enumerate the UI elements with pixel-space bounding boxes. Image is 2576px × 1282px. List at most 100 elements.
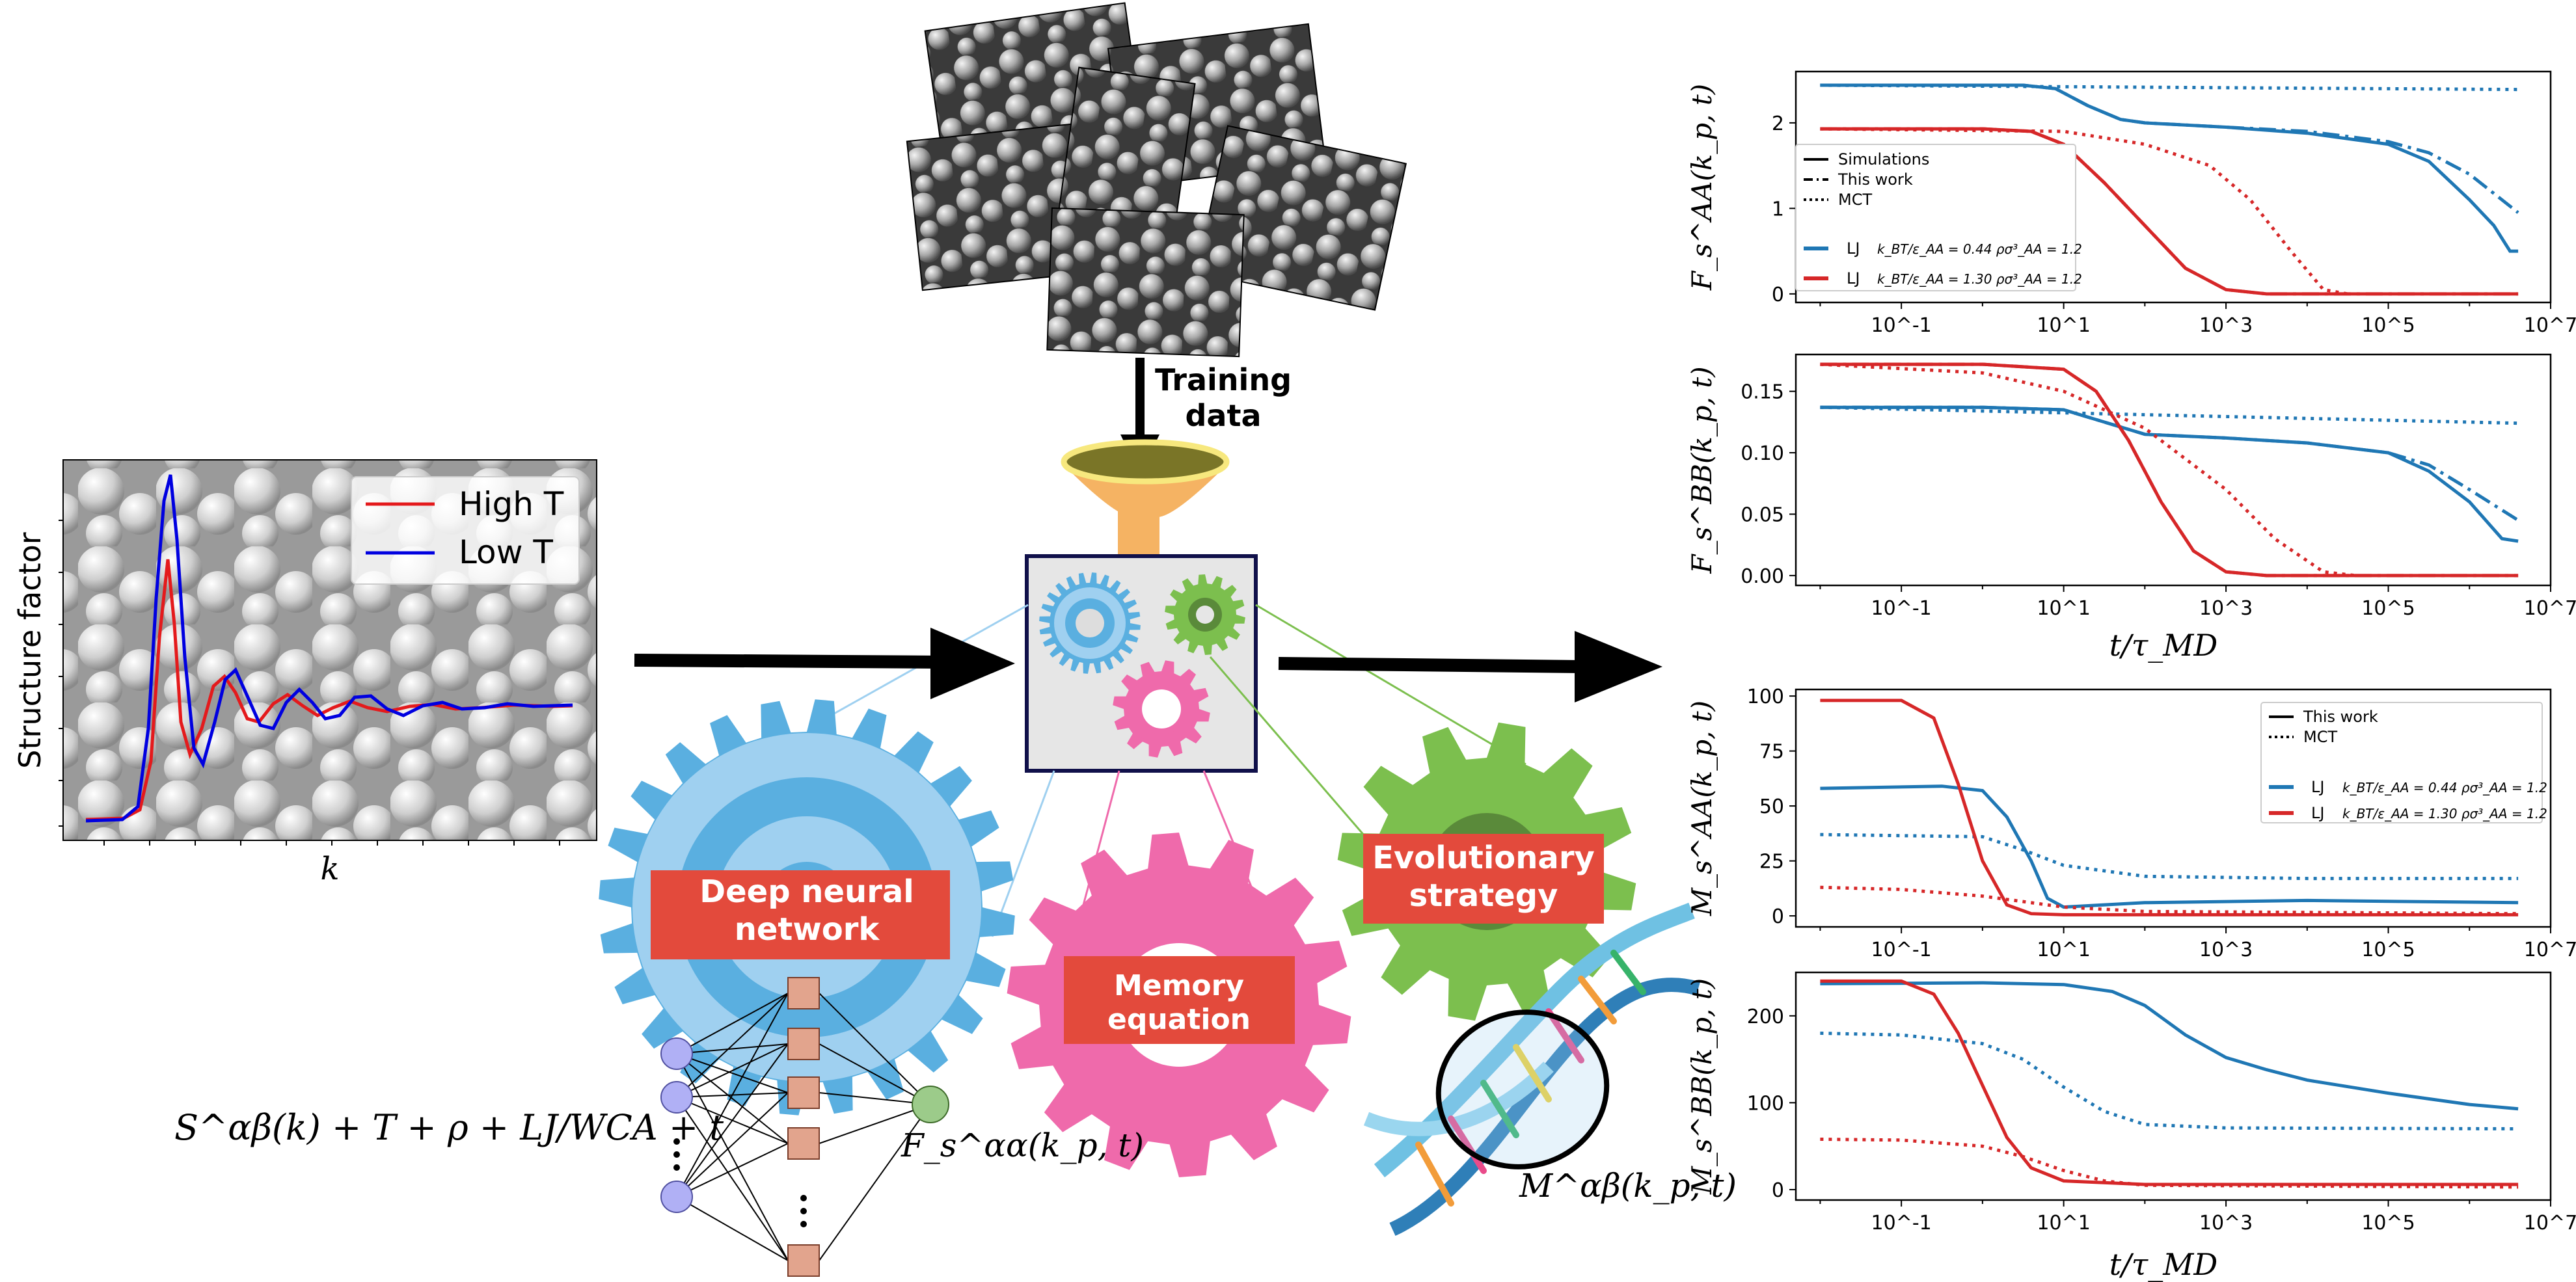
nn-edge xyxy=(676,1196,789,1261)
x-tick-label: 10^5 xyxy=(2361,939,2415,961)
x-tick-label: 10^5 xyxy=(2361,1212,2415,1235)
x-tick-label: 10^7 xyxy=(2524,597,2576,620)
x-tick-label: 10^5 xyxy=(2361,597,2415,620)
y-tick-label: 100 xyxy=(1747,686,1784,708)
legend-low-t: Low T xyxy=(459,533,553,571)
x-tick-label: 10^-1 xyxy=(1871,597,1932,620)
dnn-label-line2: network xyxy=(735,911,880,948)
legend-lj-2: LJ xyxy=(1847,269,1860,287)
legend-high-t: High T xyxy=(459,485,564,523)
structure-factor-high-t-curve xyxy=(85,559,573,821)
input-arrow-head xyxy=(930,628,1015,699)
x-tick-label: 10^-1 xyxy=(1871,1212,1932,1235)
nn-edge xyxy=(676,993,789,1054)
nn-ellipsis xyxy=(800,1221,807,1227)
structure-factor-low-t-curve xyxy=(85,474,573,823)
y-tick-label: 200 xyxy=(1747,1006,1784,1028)
nn-edge xyxy=(676,1053,789,1144)
legend-m-lj-2: LJ xyxy=(2311,804,2324,822)
output-formula: F_s^αα(k_p, t) xyxy=(901,1127,1144,1164)
training-images xyxy=(906,2,1407,358)
series-line-red-dotted xyxy=(1820,885,2519,916)
nn-edge xyxy=(819,993,931,1105)
structure-factor-legend: High T Low T xyxy=(351,476,580,585)
series-line-red-dotted xyxy=(1820,1138,2519,1189)
legend-f-aa: Simulations This work MCT LJ LJ k_BT/ε_A… xyxy=(1795,144,2082,291)
x-tick-label: 10^7 xyxy=(2524,314,2576,337)
legend-mct: MCT xyxy=(1838,191,1872,209)
nn-edge xyxy=(676,1053,789,1093)
x-tick-label: 10^7 xyxy=(2524,939,2576,961)
legend-m-cond-1: k_BT/ε_AA = 0.44 ρσ³_AA = 1.2 xyxy=(2342,780,2547,795)
y-tick-label: 2 xyxy=(1772,113,1784,135)
nn-edge xyxy=(676,1043,789,1054)
nn-edge xyxy=(676,1043,789,1197)
memory-label-line1: Memory xyxy=(1114,969,1244,1002)
es-banner: Evolutionary strategy xyxy=(1363,834,1604,924)
memory-formula: M^αβ(k_p, t) xyxy=(1519,1167,1737,1205)
nn-edge xyxy=(819,1104,931,1261)
input-arrow xyxy=(634,654,944,669)
legend-this-work: This work xyxy=(1837,170,1913,189)
chart-frame xyxy=(1795,971,2552,1201)
y-tick-label: 0.15 xyxy=(1741,381,1784,404)
memory-label-line2: equation xyxy=(1107,1003,1251,1036)
memory-banner: Memory equation xyxy=(1064,956,1295,1044)
x-tick-label: 10^7 xyxy=(2524,1212,2576,1235)
es-label-line1: Evolutionary xyxy=(1372,840,1595,876)
y-tick-label: 0 xyxy=(1772,1179,1784,1202)
y-tick-label: 100 xyxy=(1747,1092,1784,1115)
y-tick-label: 50 xyxy=(1759,795,1784,818)
nn-hidden-node xyxy=(787,1127,820,1160)
y-tick-label: 25 xyxy=(1759,851,1784,874)
xlabel-bottom: t/τ_MD xyxy=(2109,1247,2217,1282)
dna-icon xyxy=(1363,902,1701,1236)
x-tick-label: 10^3 xyxy=(2199,597,2253,620)
nn-hidden-node xyxy=(787,1244,820,1277)
series-line-blue-dashdot xyxy=(1820,83,2519,214)
legend-m-lj-1: LJ xyxy=(2311,778,2324,796)
chart-2: 0.00 0.05 0.10 0.15 10^-1 10^1 10^3 10^5 10^7 F_s… xyxy=(1686,353,2576,620)
training-label-line1: Training xyxy=(1155,362,1292,397)
nn-edge xyxy=(676,1143,789,1197)
series-line-blue-solid xyxy=(1820,784,2519,909)
nn-hidden-node xyxy=(787,1028,820,1060)
nn-edge xyxy=(676,993,789,1197)
legend-m-cond-2: k_BT/ε_AA = 1.30 ρσ³_AA = 1.2 xyxy=(2342,806,2547,821)
es-label-line2: strategy xyxy=(1409,877,1558,914)
y-tick-label: 0.00 xyxy=(1741,565,1784,588)
input-formula: S^αβ(k) + T + ρ + LJ/WCA + t xyxy=(174,1107,724,1148)
x-tick-label: 10^1 xyxy=(2037,939,2090,961)
nn-hidden-node xyxy=(787,1076,820,1109)
dnn-banner: Deep neural network xyxy=(651,870,950,959)
series-line-blue-dotted xyxy=(1820,83,2519,92)
small-green-gear-icon xyxy=(1165,574,1245,655)
y-tick-label: 0.10 xyxy=(1741,442,1784,465)
nn-input-node xyxy=(660,1181,693,1213)
legend-simulations: Simulations xyxy=(1838,150,1929,168)
structure-factor-panel: High T Low T Structure factor k xyxy=(12,459,597,887)
y-axis-label: M_s^AA(k_p, t) xyxy=(1686,701,1718,916)
x-tick-label: 10^-1 xyxy=(1871,939,1932,961)
y-tick-label: 75 xyxy=(1759,741,1784,764)
nn-edge xyxy=(676,993,789,1098)
x-tick-label: 10^1 xyxy=(2037,597,2090,620)
y-axis-label: F_s^BB(k_p, t) xyxy=(1686,366,1718,574)
x-tick-label: 10^1 xyxy=(2037,1212,2090,1235)
y-tick-label: 0.05 xyxy=(1741,503,1784,526)
series-line-red-solid xyxy=(1820,979,2519,1186)
x-tick-label: 10^-1 xyxy=(1871,314,1932,337)
nn-edge xyxy=(819,1104,931,1144)
x-tick-label: 10^1 xyxy=(2037,314,2090,337)
funnel-icon xyxy=(1061,439,1230,556)
xlabel-top: t/τ_MD xyxy=(2109,628,2217,663)
legend-m-mct: MCT xyxy=(2303,728,2337,746)
nn-ellipsis xyxy=(800,1195,807,1201)
dnn-label-line1: Deep neural xyxy=(699,874,914,910)
nn-edge xyxy=(819,1043,931,1105)
neural-network-diagram xyxy=(660,977,949,1277)
training-label-line2: data xyxy=(1186,398,1262,433)
y-axis-label: F_s^AA(k_p, t) xyxy=(1686,84,1718,291)
series-line-red-dashdot xyxy=(1820,127,2519,296)
legend-m-aa: This work MCT LJ LJ k_BT/ε_AA = 0.44 ρσ³… xyxy=(2260,702,2547,823)
